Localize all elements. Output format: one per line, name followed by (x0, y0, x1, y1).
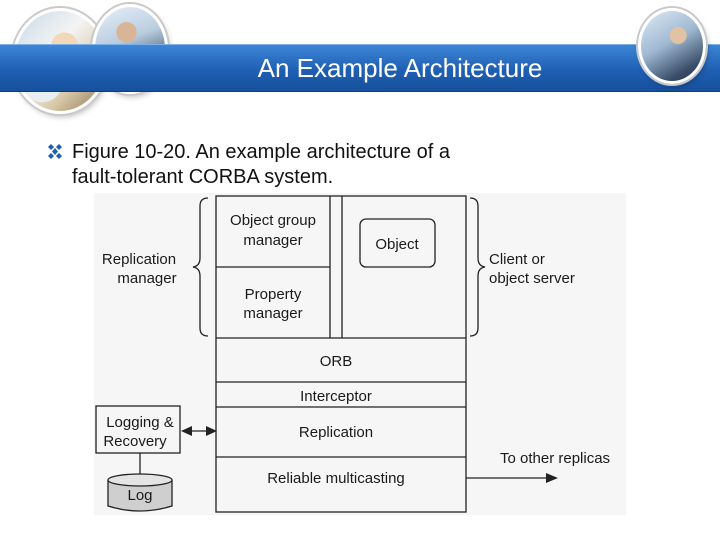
replicas-arrowhead (546, 473, 558, 483)
right-brace (469, 197, 486, 337)
bullet-text: Figure 10-20. An example architecture of… (72, 140, 632, 190)
property-manager-label-2: manager (243, 305, 302, 322)
replication-manager-label-2: manager (117, 270, 176, 287)
left-brace (192, 197, 209, 337)
object-group-manager-label-1: Object group (230, 212, 316, 229)
orb-label: ORB (320, 353, 353, 370)
object-box (359, 218, 436, 268)
interceptor-label: Interceptor (300, 388, 372, 405)
logging-box (95, 405, 181, 454)
to-other-replicas-label: To other replicas (500, 450, 610, 467)
diamond-bullet-icon (48, 144, 62, 159)
logging-label-1: Logging & (106, 414, 174, 431)
client-object-server-label-2: object server (489, 270, 575, 287)
log-label: Log (127, 487, 152, 504)
bullet-text-line-2: fault-tolerant CORBA system. (72, 166, 334, 188)
logging-label-2: Recovery (103, 433, 167, 450)
client-object-server-label-1: Client or (489, 251, 545, 268)
slide-title: An Example Architecture (257, 53, 543, 83)
logging-arrowhead-left (181, 426, 192, 436)
stack-outline (215, 195, 467, 513)
people-photo-right (638, 8, 706, 84)
log-cylinder-body (107, 480, 173, 512)
architecture-diagram: Object group manager Object Property man… (94, 193, 626, 515)
title-bar (0, 44, 720, 92)
replication-manager-label-1: Replication (102, 251, 176, 268)
object-group-manager-label-2: manager (243, 232, 302, 249)
object-label: Object (375, 236, 419, 253)
logging-arrowhead-right (206, 426, 217, 436)
replication-label: Replication (299, 424, 373, 441)
log-cylinder-top (107, 473, 173, 487)
bullet-text-line-1: Figure 10-20. An example architecture of… (72, 141, 450, 163)
property-manager-label-1: Property (245, 286, 302, 303)
reliable-multicasting-label: Reliable multicasting (267, 470, 405, 487)
